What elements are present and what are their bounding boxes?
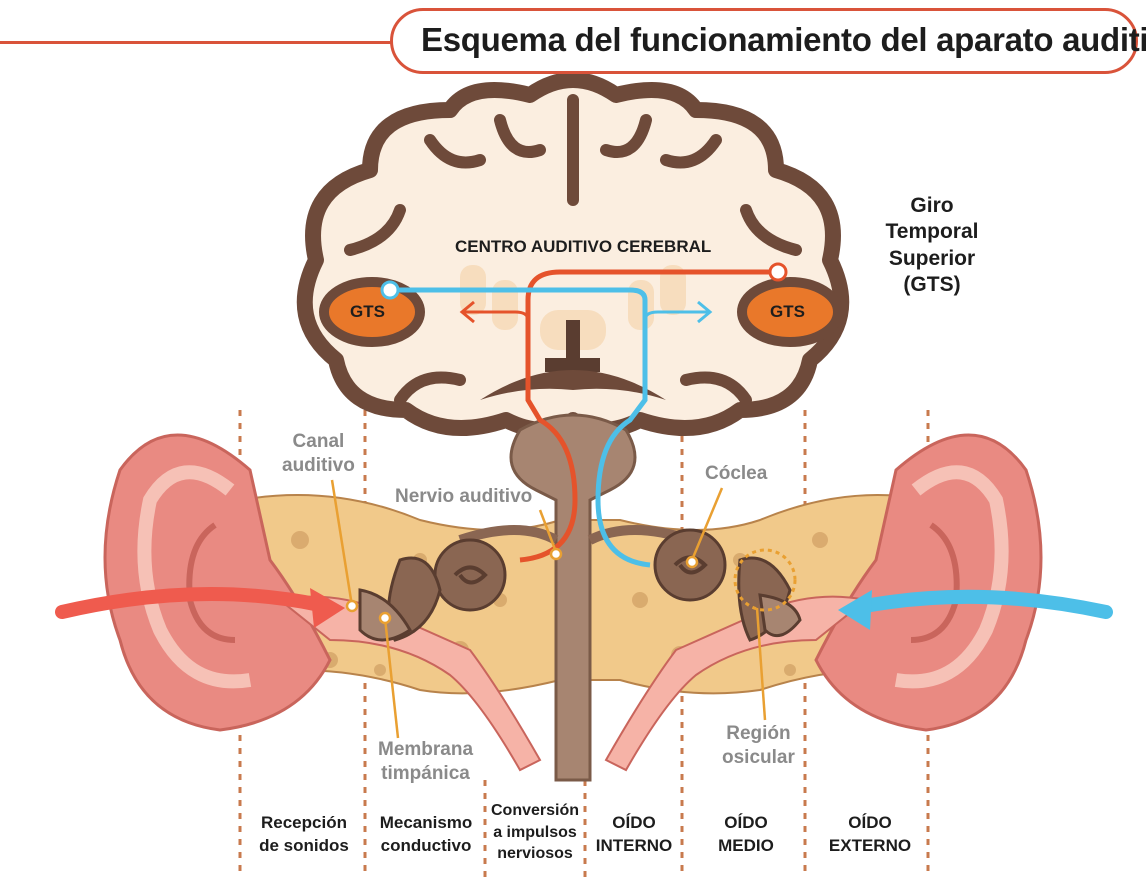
column-oido-medio: OÍDO MEDIO	[718, 813, 774, 855]
callout-membrana-timpanica: Membrana timpánica	[378, 739, 474, 784]
blue-neural-path	[390, 287, 651, 568]
orange-neural-path	[519, 269, 778, 563]
orange-branch-arrow	[459, 300, 530, 324]
sound-arrow-right-head	[838, 590, 872, 630]
ossicular-region-marker	[733, 548, 797, 612]
gts-left-label: GTS	[350, 302, 385, 321]
centro-auditivo-label: CENTRO AUDITIVO CEREBRAL	[455, 237, 712, 256]
title-rule	[0, 41, 392, 44]
gts-legend: Giro Temporal Superior (GTS)	[885, 194, 979, 296]
brainstem	[458, 413, 692, 782]
callout-nervio-auditivo: Nervio auditivo	[395, 486, 533, 507]
blue-branch-arrow	[643, 300, 713, 324]
sound-arrow-right	[858, 589, 1113, 619]
right-middle-ear	[653, 528, 802, 642]
callout-region-osicular: Región osicular	[722, 723, 795, 768]
page-title: Esquema del funcionamiento del aparato a…	[421, 21, 1146, 58]
callout-canal-auditivo: Canal auditivo	[282, 431, 355, 476]
title-box: Esquema del funcionamiento del aparato a…	[390, 8, 1146, 74]
gts-right-region	[737, 277, 843, 347]
left-middle-ear	[358, 538, 507, 642]
callout-coclea: Cóclea	[705, 463, 768, 484]
column-dividers	[238, 410, 930, 877]
column-oido-interno: OÍDO INTERNO	[595, 813, 673, 855]
brain	[296, 72, 850, 438]
column-oido-externo: OÍDO EXTERNO	[828, 813, 912, 855]
sound-arrow-left-head	[310, 588, 345, 628]
gts-right-label: GTS	[770, 302, 805, 321]
left-ear-pinna	[103, 433, 542, 772]
column-mecanismo: Mecanismo conductivo	[379, 813, 473, 855]
column-conversion: Conversión a impulsos nerviosos	[490, 802, 579, 863]
sound-arrow-left	[55, 587, 327, 619]
column-recepcion: Recepción de sonidos	[259, 813, 349, 855]
